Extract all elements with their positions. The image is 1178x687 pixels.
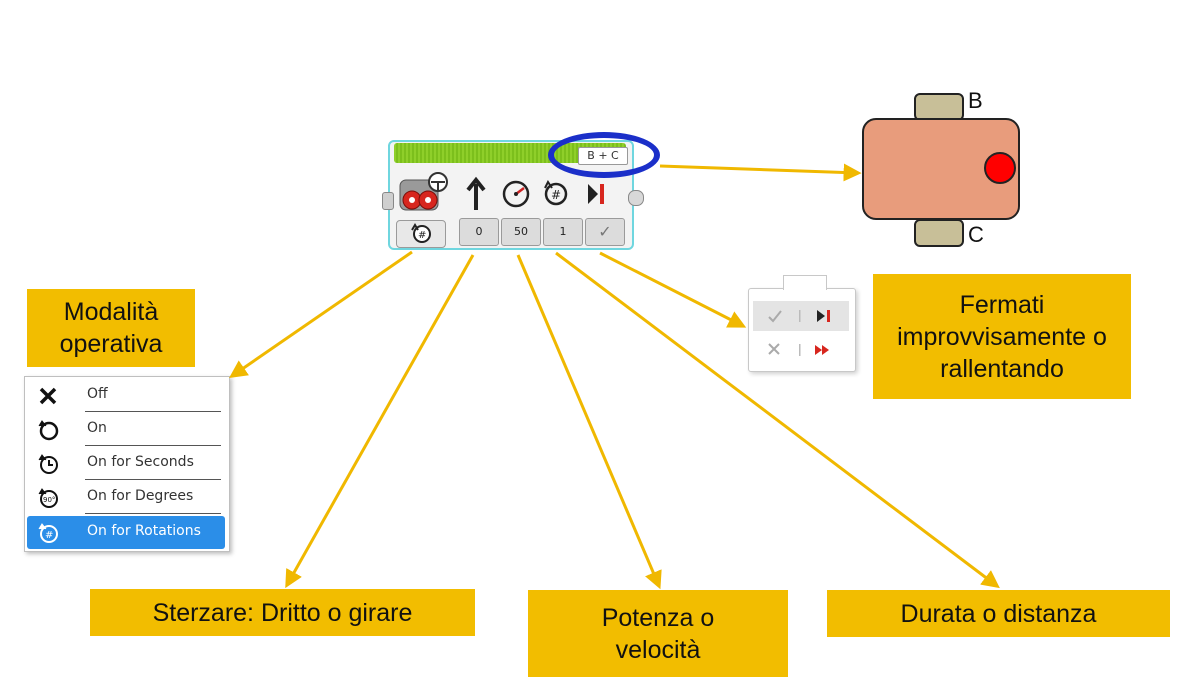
x-icon xyxy=(39,387,57,405)
svg-text:90°: 90° xyxy=(43,496,55,504)
brake-icon xyxy=(588,184,604,204)
wheel-b xyxy=(914,93,964,121)
block-parameter-icons: # xyxy=(466,176,604,210)
brake-at-end-value[interactable]: ✓ xyxy=(585,218,625,246)
circular-arrow-icon xyxy=(38,420,59,441)
menu-item-label: On for Rotations xyxy=(87,523,201,539)
robot-sensor xyxy=(984,152,1016,184)
steering-value[interactable]: 0 xyxy=(459,218,499,246)
callout-fermati-text: Fermati improvvisamente o rallentando xyxy=(897,290,1107,383)
menu-tab xyxy=(783,275,827,290)
menu-item-label: On for Degrees xyxy=(87,488,194,504)
callout-modalita-text: Modalità operativa xyxy=(59,298,163,358)
menu-divider xyxy=(85,479,221,480)
coast-icon xyxy=(815,345,829,355)
parameter-inputs: 0 50 1 ✓ xyxy=(458,218,626,248)
rotations-mode-icon: # xyxy=(411,223,431,243)
callout-sterzare: Sterzare: Dritto o girare xyxy=(90,589,475,636)
brake-option[interactable] xyxy=(753,301,849,331)
svg-text:#: # xyxy=(551,188,561,202)
menu-divider xyxy=(85,513,221,514)
arrow-to-mode-menu xyxy=(229,250,413,379)
callout-potenza: Potenza o velocità xyxy=(528,590,788,677)
mode-selector-button[interactable]: # xyxy=(396,220,446,248)
wheel-c xyxy=(914,219,964,247)
callout-durata: Durata o distanza xyxy=(827,590,1170,637)
menu-item-label: On for Seconds xyxy=(87,454,194,470)
coast-option-icons xyxy=(768,343,829,356)
brake-at-end-menu xyxy=(748,275,856,372)
rotations-value[interactable]: 1 xyxy=(543,218,583,246)
rotations-icon: # xyxy=(38,523,58,543)
power-value[interactable]: 50 xyxy=(501,218,541,246)
menu-item-on-for-seconds[interactable]: On for Seconds xyxy=(27,447,225,480)
degrees-icon: 90° xyxy=(38,488,58,508)
callout-modalita-operativa: Modalità operativa xyxy=(27,289,195,367)
svg-text:#: # xyxy=(418,230,426,241)
menu-item-label: On xyxy=(87,420,107,436)
coast-option[interactable] xyxy=(753,335,849,365)
brake-icon xyxy=(817,310,825,322)
menu-item-on-for-rotations[interactable]: # On for Rotations xyxy=(27,516,225,549)
callout-sterzare-text: Sterzare: Dritto o girare xyxy=(152,598,413,627)
brake-option-icons xyxy=(768,310,830,323)
arrow-to-power-callout xyxy=(516,254,662,590)
arrow-to-stop-menu xyxy=(599,251,747,328)
wheel-label-c: C xyxy=(968,222,984,247)
menu-item-label: Off xyxy=(87,386,108,402)
menu-divider xyxy=(85,445,221,446)
up-arrow-icon xyxy=(466,176,486,210)
port-highlight-ellipse xyxy=(548,132,660,178)
clock-icon xyxy=(38,454,58,474)
speed-gauge-icon xyxy=(502,180,530,208)
svg-text:#: # xyxy=(45,530,53,541)
menu-divider xyxy=(85,411,221,412)
mode-menu: Off On On for Seconds 90° On for Degrees xyxy=(24,376,230,552)
arrow-to-robot xyxy=(659,163,862,182)
menu-item-on[interactable]: On xyxy=(27,413,225,446)
arrow-to-steer-callout xyxy=(285,254,475,589)
menu-item-off[interactable]: Off xyxy=(27,379,225,412)
block-input-connector xyxy=(382,192,394,210)
check-icon xyxy=(768,310,782,323)
motor-icon xyxy=(399,172,448,211)
block-output-connector xyxy=(628,190,644,206)
x-icon xyxy=(768,343,780,355)
callout-durata-text: Durata o distanza xyxy=(900,599,1097,628)
callout-potenza-text: Potenza o velocità xyxy=(601,603,715,664)
menu-item-on-for-degrees[interactable]: 90° On for Degrees xyxy=(27,481,225,514)
callout-fermati: Fermati improvvisamente o rallentando xyxy=(873,274,1131,399)
rotations-icon: # xyxy=(544,180,568,206)
wheel-label-b: B xyxy=(968,88,983,113)
